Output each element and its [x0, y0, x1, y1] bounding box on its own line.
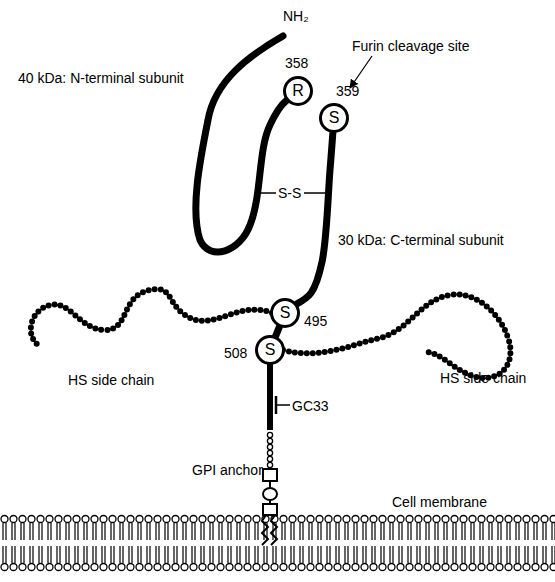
annotation-label: 358 — [285, 55, 308, 71]
annotation-label: HS side chain — [440, 370, 526, 386]
annotation-label: GPI anchor — [192, 462, 263, 478]
residue-letter: S — [280, 304, 291, 322]
gpi-anchor — [262, 469, 277, 545]
annotation-label: Furin cleavage site — [352, 38, 470, 54]
cell-membrane — [0, 512, 555, 574]
residue-letter: R — [292, 82, 304, 100]
hs-side-chain — [283, 294, 510, 378]
annotation-label: HS side chain — [68, 372, 154, 388]
disulfide-bond — [259, 192, 276, 194]
residue-letter: S — [265, 341, 276, 359]
c-terminal-chain — [297, 133, 333, 304]
annotation-label: 30 kDa: C-terminal subunit — [338, 232, 504, 248]
annotation-label: 40 kDa: N-terminal subunit — [18, 70, 184, 86]
disulfide-bond — [304, 192, 326, 194]
annotation-label: NH₂ — [283, 8, 309, 24]
annotation-label: 508 — [224, 345, 247, 361]
residue-circle: S — [270, 298, 300, 328]
residue-letter: S — [329, 109, 340, 127]
hs-side-chain — [31, 289, 272, 345]
core-stem — [267, 362, 273, 430]
linker-beads — [267, 432, 272, 467]
n-terminal-chain — [196, 36, 287, 252]
annotation-label: Cell membrane — [392, 494, 487, 510]
annotation-label: S-S — [278, 185, 301, 201]
annotation-label: GC33 — [292, 398, 329, 414]
residue-circle: S — [319, 103, 349, 133]
annotation-label: 495 — [304, 313, 327, 329]
inhibition-line — [276, 404, 290, 406]
residue-circle: S — [255, 335, 285, 365]
annotation-label: 359 — [336, 83, 359, 99]
residue-circle: R — [283, 76, 313, 106]
c-terminal-chain — [276, 327, 280, 336]
